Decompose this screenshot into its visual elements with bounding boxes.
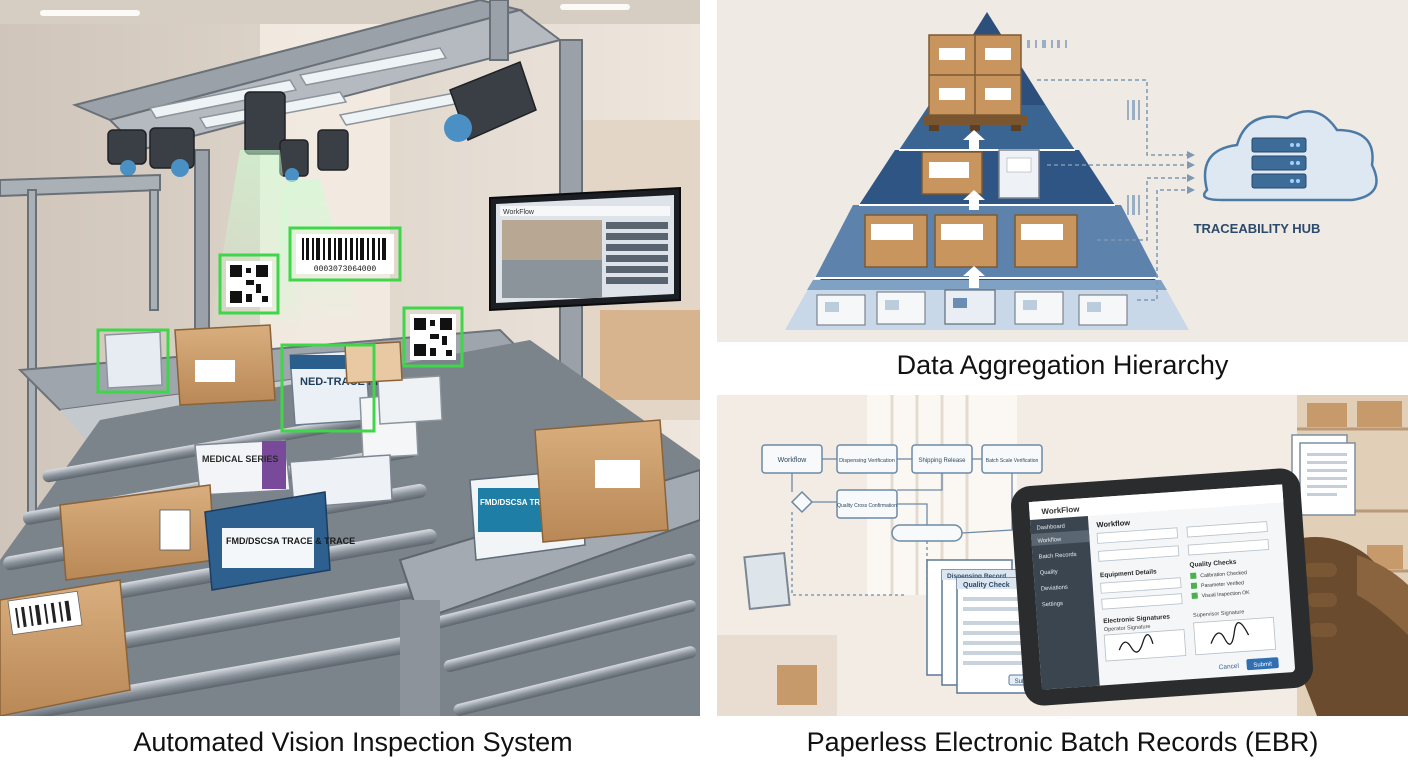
boxes-on-conveyor: NED-TRACE PRO MEDICAL SERIES FMD/DSCSA T… (0, 324, 669, 716)
tablet-menu-batch-records[interactable]: Batch Records (1038, 552, 1076, 561)
tablet-cancel-button[interactable]: Cancel (1219, 663, 1240, 671)
bundle-level (864, 214, 1078, 268)
tablet-field-4[interactable] (1187, 539, 1270, 556)
data-flow-arrows (1037, 79, 1187, 301)
flow-node-quality: Quality Cross Confirmation (837, 503, 897, 509)
check-parameter-label: Parameter Verified (1201, 580, 1244, 589)
tablet-field-6[interactable] (1101, 593, 1183, 610)
tablet-menu-quality[interactable]: Quality (1040, 569, 1059, 576)
qr-code-right (410, 314, 456, 360)
caption-vision-inspection: Automated Vision Inspection System (133, 727, 573, 757)
ebr-illustration: Workflow Dispensing Verification Shippin… (717, 395, 1408, 716)
vision-inspection-illustration: NED-TRACE PRO MEDICAL SERIES FMD/DSCSA T… (0, 0, 700, 716)
tablet-section-signatures: Electronic Signatures (1103, 614, 1171, 626)
workflow-flowchart (761, 444, 1043, 542)
caption-aggregation-hierarchy: Data Aggregation Hierarchy (896, 350, 1229, 380)
tablet-form-title: Workflow (1096, 518, 1130, 529)
operator-signature-pad[interactable] (1103, 629, 1187, 662)
paper-quality-title: Quality Check (963, 582, 1010, 589)
pallet-level (923, 34, 1027, 131)
tablet-field-3[interactable] (1097, 545, 1180, 562)
barcode-number: 0003073064000 (314, 265, 377, 274)
detection-frames (96, 226, 464, 433)
check-parameter-checkbox[interactable] (1190, 582, 1198, 589)
supervisor-signature-pad[interactable] (1193, 616, 1277, 656)
tablet-field-1[interactable] (1096, 527, 1179, 544)
tablet-section-quality: Quality Checks (1189, 559, 1237, 569)
check-visual-checkbox[interactable] (1191, 592, 1198, 599)
flow-node-workflow: Workflow (778, 457, 808, 464)
medical-box-label: MEDICAL SERIES (202, 454, 278, 464)
ebr-scene-svg: Workflow Dispensing Verification Shippin… (717, 395, 1408, 716)
flow-node-batch-scale: Batch Scale Verification (986, 458, 1039, 464)
fmd-right-label: FMD/DSCSA TRACE & TRACE (480, 498, 595, 507)
check-visual-label: Visual Inspection OK (1202, 590, 1251, 599)
traceability-hub-cloud: TRACEABILITY HUB (1194, 110, 1378, 236)
inspection-monitor: WorkFlow (489, 186, 681, 312)
aggregation-hierarchy-illustration: TRACEABILITY HUB (717, 0, 1408, 342)
vision-scene-svg: NED-TRACE PRO MEDICAL SERIES FMD/DSCSA T… (0, 0, 700, 716)
tablet-field-2[interactable] (1186, 521, 1268, 538)
tablet-submit-button-bg[interactable] (1246, 657, 1279, 671)
tablet-app-name: WorkFlow (1041, 505, 1080, 517)
unit-level (816, 289, 1128, 326)
floating-document (1291, 434, 1356, 516)
tablet-menu-workflow[interactable]: Workflow (1037, 537, 1062, 545)
operator-signature-scribble (1118, 633, 1154, 653)
case-level (921, 149, 1040, 199)
tablet-section-equipment: Equipment Details (1100, 568, 1157, 579)
paper-dispensing-title: Dispensing Record (947, 573, 1006, 580)
caption-electronic-batch-records: Paperless Electronic Batch Records (EBR) (806, 727, 1319, 757)
fmd-front-label: FMD/DSCSA TRACE & TRACE (226, 536, 355, 546)
tablet-submit-button[interactable]: Submit (1253, 661, 1272, 668)
flow-node-dispensing: Dispensing Verification (839, 458, 895, 464)
check-calibration-checkbox[interactable] (1190, 572, 1197, 579)
tablet-menu-deviations[interactable]: Deviations (1041, 585, 1069, 593)
qr-code-left (226, 261, 272, 307)
monitor-title: WorkFlow (503, 209, 535, 216)
tablet-operator-signature-label: Operator Signature (1104, 624, 1151, 633)
traceability-hub-label: TRACEABILITY HUB (1194, 221, 1321, 236)
hierarchy-scene-svg: TRACEABILITY HUB (717, 0, 1408, 342)
flow-node-shipping: Shipping Release (918, 458, 966, 464)
tablet-supervisor-signature-label: Supervisor Signature (1193, 609, 1245, 619)
scanned-barcode: 0003073064000 (296, 234, 394, 274)
tablet-field-5[interactable] (1100, 577, 1182, 594)
tablet-menu-dashboard[interactable]: Dashboard (1036, 524, 1065, 532)
tablet-menu-settings[interactable]: Settings (1042, 601, 1063, 608)
check-calibration-label: Calibration Checked (1200, 570, 1247, 579)
supervisor-signature-scribble (1210, 622, 1250, 645)
